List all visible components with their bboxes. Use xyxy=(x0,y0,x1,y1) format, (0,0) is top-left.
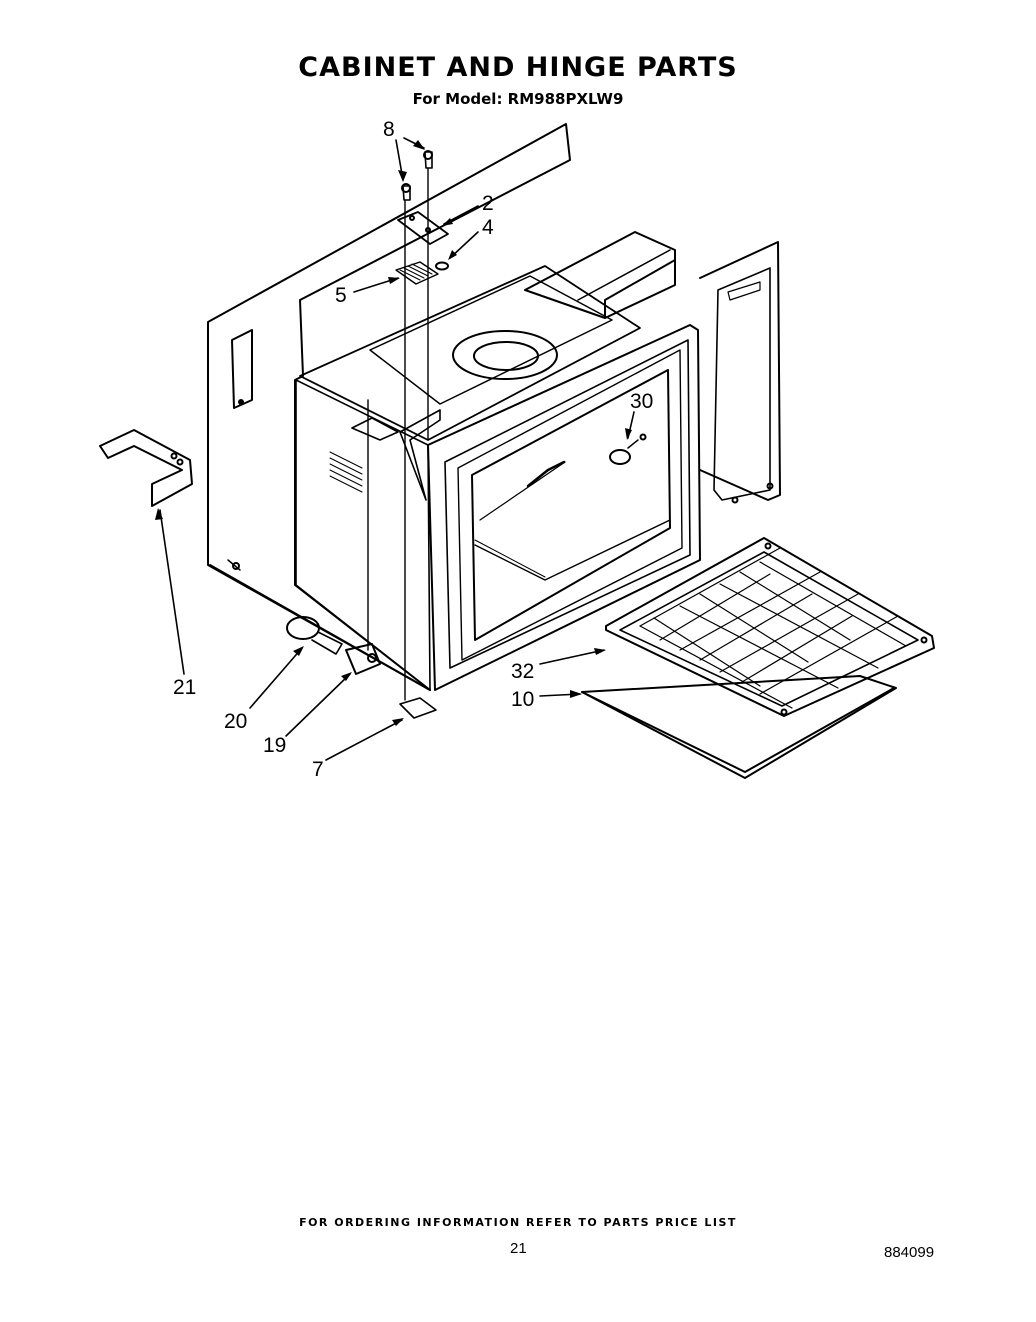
cabinet-wrapper xyxy=(207,123,571,691)
callout-8: 8 xyxy=(383,118,395,141)
document-number: 884099 xyxy=(884,1244,935,1261)
cavity-top xyxy=(299,231,676,441)
light-bulb-and-socket xyxy=(286,616,381,675)
page-title: CABINET AND HINGE PARTS xyxy=(298,52,738,83)
vent-slots xyxy=(329,451,363,493)
cavity-front xyxy=(295,379,431,691)
page-number: 21 xyxy=(510,1240,527,1257)
door-frame xyxy=(427,324,701,691)
callout-4: 4 xyxy=(482,216,494,239)
callout-10: 10 xyxy=(511,688,534,711)
model-subtitle: For Model: RM988PXLW9 xyxy=(412,90,624,108)
callout-5: 5 xyxy=(335,284,347,307)
leader-arrowheads xyxy=(155,140,632,726)
callout-32: 32 xyxy=(511,660,534,683)
light-assembly xyxy=(609,433,647,465)
callout-21: 21 xyxy=(173,676,196,699)
side-bracket xyxy=(99,429,193,507)
callout-20: 20 xyxy=(224,710,247,733)
ordering-note: FOR ORDERING INFORMATION REFER TO PARTS … xyxy=(299,1216,737,1229)
callout-labels: 8 2 4 5 30 21 32 10 20 19 7 xyxy=(173,118,653,781)
callout-30: 30 xyxy=(630,390,653,413)
leader-lines xyxy=(159,137,635,761)
cabinet-side-panel xyxy=(699,241,781,504)
callout-19: 19 xyxy=(263,734,286,757)
callout-7: 7 xyxy=(312,758,324,781)
tray-plate xyxy=(581,675,897,779)
oven-rack xyxy=(605,537,935,717)
callout-2: 2 xyxy=(482,192,494,215)
hinge-assembly xyxy=(351,150,449,719)
